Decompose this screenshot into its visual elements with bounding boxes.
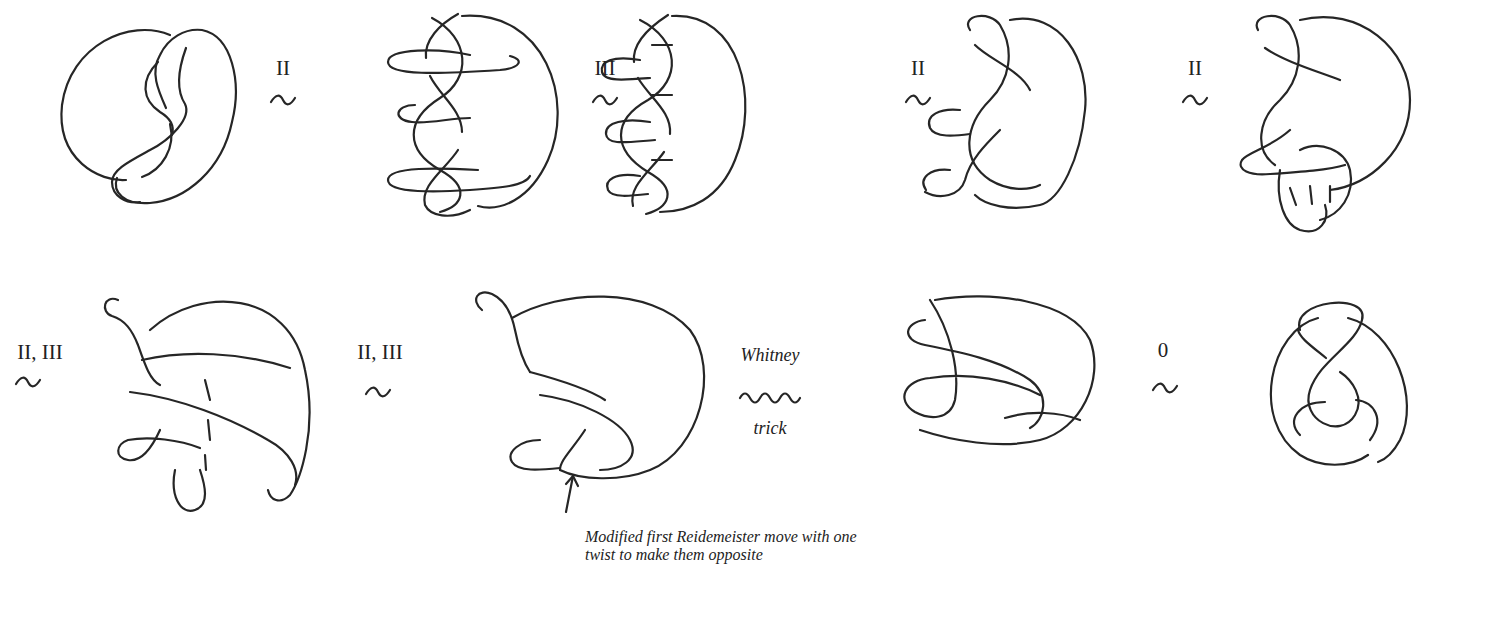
move-label: II bbox=[1188, 56, 1202, 80]
knot-figure bbox=[105, 299, 310, 511]
whitney-wave bbox=[740, 394, 800, 403]
knot-figure bbox=[476, 292, 704, 478]
knot-figure bbox=[602, 15, 746, 214]
knot-figure bbox=[1271, 303, 1407, 465]
move-label: II, III bbox=[17, 340, 62, 364]
move-label: trick bbox=[754, 418, 787, 439]
move-label: II bbox=[911, 56, 925, 80]
knot-figure bbox=[923, 16, 1085, 208]
knot-figure bbox=[1241, 16, 1410, 231]
knot-figure bbox=[388, 14, 558, 216]
move-label: II, III bbox=[357, 340, 402, 364]
move-label: II bbox=[276, 56, 290, 80]
move-label: 0 bbox=[1158, 338, 1169, 362]
pointer-arrow bbox=[566, 476, 578, 512]
knot-figure bbox=[61, 30, 235, 203]
move-label: Whitney bbox=[741, 345, 800, 366]
equivalence-tilde bbox=[16, 96, 1207, 397]
annotation-note: Modified first Reidemeister move with on… bbox=[585, 528, 885, 565]
knot-figure bbox=[904, 296, 1094, 444]
move-label: III bbox=[595, 56, 616, 80]
